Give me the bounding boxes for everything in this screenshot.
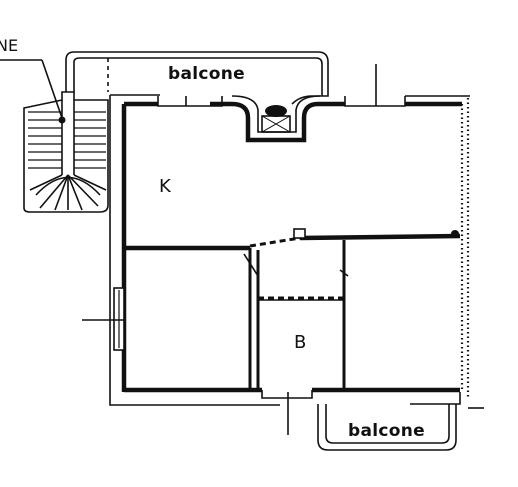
stair-leader	[0, 59, 66, 124]
chimney-symbol	[261, 105, 291, 133]
stair-label: NE	[0, 36, 18, 55]
room-kitchen-label: K	[159, 176, 172, 197]
room-bathroom-label: B	[294, 332, 306, 353]
window-left	[82, 287, 125, 351]
balcony-bottom-label: balcone	[348, 421, 425, 441]
staircase	[23, 91, 109, 213]
section-markers	[185, 64, 484, 435]
balcony-bottom	[317, 404, 457, 451]
balcony-top-label: balcone	[168, 64, 245, 84]
balcony-top	[65, 51, 329, 105]
interior-walls	[124, 228, 461, 390]
